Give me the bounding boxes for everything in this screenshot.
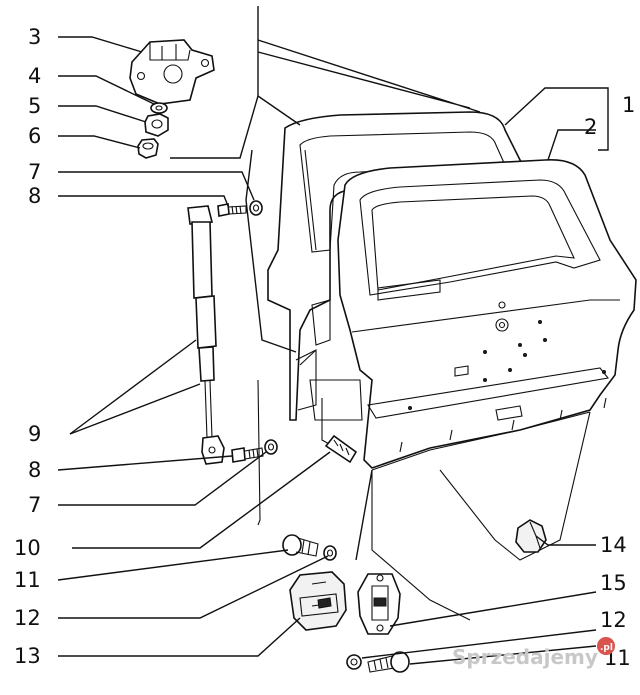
callout-4: 4 [28,64,41,88]
body-lower-outline [257,379,591,621]
callout-1: 1 [622,93,635,117]
cap-nut-6 [137,138,159,159]
washer-12-right [346,654,362,670]
lock-mechanism-13 [289,571,347,631]
callout-11-left: 11 [14,568,41,592]
hinge-group-frame [170,6,259,159]
callout-7-lower: 7 [28,493,41,517]
striker-pin-10 [324,434,358,464]
washer-4 [150,102,168,114]
washer-7-upper [249,200,263,216]
callout-13: 13 [14,644,41,668]
leader-1 [257,39,481,113]
bolt-8-lower [231,447,264,463]
callout-numbers: 1 2 3 4 5 6 7 8 9 8 7 10 11 12 13 14 15 … [14,25,635,670]
bolt-8-upper [217,203,247,217]
leader-lines [57,36,597,665]
callout-12-left: 12 [14,606,41,630]
callout-12-right: 12 [600,608,627,632]
callout-8-lower: 8 [28,458,41,482]
hinge-bracket [129,39,215,105]
callout-5: 5 [28,94,41,118]
callout-3: 3 [28,25,41,49]
callout-6: 6 [28,124,41,148]
washer-12-left [323,545,337,561]
callout-14: 14 [600,533,627,557]
callout-7-upper: 7 [28,160,41,184]
rubber-bumper-14 [515,519,547,553]
screw-11-right [367,651,410,673]
callout-15: 15 [600,571,627,595]
watermark-badge-icon [597,637,615,655]
screw-11-left [282,534,319,557]
watermark-text: Sprzedajemy [452,645,598,669]
body-opening-outline [245,149,297,353]
nut-5 [144,113,169,137]
callout-2: 2 [584,115,597,139]
watermark: Sprzedajemy .pl [452,637,615,669]
callout-9: 9 [28,422,41,446]
callout-8-upper: 8 [28,184,41,208]
washer-7-lower [264,439,278,455]
striker-plate-15 [357,573,401,635]
callout-10: 10 [14,536,41,560]
tailgate-assembly-2 [337,158,637,471]
watermark-suffix: .pl [600,643,613,653]
gas-strut [187,205,225,465]
